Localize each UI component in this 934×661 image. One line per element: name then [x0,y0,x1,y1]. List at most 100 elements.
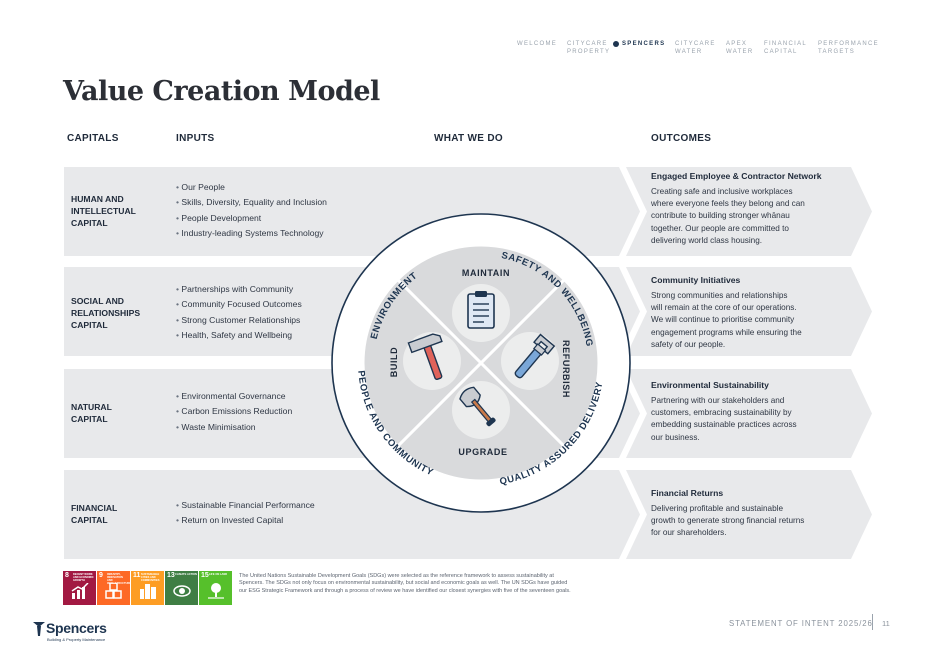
inputs-list-human: Our People Skills, Diversity, Equality a… [176,180,327,242]
logo-mark-icon [33,622,45,636]
outcome-line: embedding sustainable practices across [651,420,797,430]
nav-citycare-water[interactable]: CITYCARE WATER [675,41,716,55]
quadrant-label-build: BUILD [389,347,399,378]
capital-label-line: CAPITAL [71,320,108,330]
outcome-line: We will continue to prioritise community [651,315,795,325]
tree-icon [207,583,225,603]
input-item: People Development [176,211,327,226]
input-item: Health, Safety and Wellbeing [176,328,302,343]
inputs-list-social: Partnerships with Community Community Fo… [176,282,302,344]
outcome-environmental: Environmental Sustainability Partnering … [651,380,836,444]
capital-label-line: NATURAL [71,402,112,412]
capital-label-line: INTELLECTUAL [71,206,136,216]
wrench-icon [501,332,559,390]
input-item: Skills, Diversity, Equality and Inclusio… [176,195,327,210]
sdg-label: DECENT WORK AND ECONOMIC GROWTH [73,573,94,582]
nav-citycare-property[interactable]: CITYCARE PROPERTY [567,41,611,55]
quadrant-label-refurbish: REFURBISH [561,340,571,398]
outcome-title: Environmental Sustainability [651,380,769,390]
input-item: Our People [176,180,327,195]
outcome-line: for our shareholders. [651,528,727,538]
outcome-line: will remain at the core of our operation… [651,303,797,313]
sdg-tile-11: 11 SUSTAINABLE CITIES AND COMMUNITIES [131,571,164,605]
nav-apex-water[interactable]: APEX WATER [726,41,754,55]
outcome-line: delivering world class housing. [651,235,763,245]
footer-document-title: STATEMENT OF INTENT 2025/26 [729,619,873,628]
outcome-line: Partnering with our stakeholders and [651,396,785,405]
input-item: Partnerships with Community [176,282,302,297]
outcome-engaged-network: Engaged Employee & Contractor Network Cr… [651,171,836,247]
quadrant-label-upgrade: UPGRADE [458,447,507,457]
nav-spencers[interactable]: SPENCERS [622,41,666,47]
what-we-do-wheel: ENVIRONMENT SAFETY AND WELLBEING PEOPLE … [331,213,631,513]
logo-name: Spencers [46,620,107,636]
capital-label-social: SOCIAL AND RELATIONSHIPS CAPITAL [71,295,166,331]
outcome-line: Delivering profitable and sustainable [651,504,783,513]
input-item: Community Focused Outcomes [176,297,301,312]
sdg-label: INDUSTRY, INNOVATION AND INFRASTRUCTURE [107,573,131,585]
outcome-body: Strong communities and relationships wil… [651,290,836,351]
capital-label-line: RELATIONSHIPS [71,308,141,318]
sdg-number: 11 [133,572,141,579]
capital-label-financial: FINANCIAL CAPITAL [71,502,166,526]
nav-performance-targets[interactable]: PERFORMANCE TARGETS [818,41,879,55]
sdg-number: 8 [65,572,69,579]
outcome-financial: Financial Returns Delivering profitable … [651,488,836,540]
outcome-line: Strong communities and relationships [651,291,788,300]
sdg-number: 9 [99,572,103,579]
inputs-list-financial: Sustainable Financial Performance Return… [176,498,315,529]
sdg-tile-13: 13 CLIMATE ACTION [165,571,198,605]
capital-label-line: HUMAN AND [71,194,124,204]
input-item: Strong Customer Relationships [176,313,302,328]
outcome-line: our business. [651,432,700,442]
column-heading-inputs: INPUTS [176,133,215,144]
input-item: Sustainable Financial Performance [176,498,314,513]
sdg-tile-9: 9 INDUSTRY, INNOVATION AND INFRASTRUCTUR… [97,571,131,605]
cubes-icon [105,582,123,603]
input-item: Waste Minimisation [176,420,292,435]
input-item: Environmental Governance [176,389,292,404]
outcome-line: growth to generate strong financial retu… [651,516,805,526]
column-heading-outcomes: OUTCOMES [651,133,712,144]
capital-band-financial [64,470,872,559]
outcome-line: Creating safe and inclusive workplaces [651,187,793,196]
nav-financial-capital[interactable]: FINANCIAL CAPITAL [764,41,807,55]
capital-label-line: SOCIAL AND [71,296,124,306]
clipboard-icon [452,284,510,342]
capital-label-line: FINANCIAL [71,503,118,513]
capital-label-human: HUMAN AND INTELLECTUAL CAPITAL [71,193,166,229]
quadrant-label-maintain: MAINTAIN [462,268,510,278]
logo-tagline: Building & Property Maintenance [47,637,106,642]
outcome-body: Partnering with our stakeholders and cus… [651,395,836,444]
outcome-line: engagement programs while ensuring the [651,327,802,337]
input-item: Return on Invested Capital [176,513,315,528]
sdg-label: CLIMATE ACTION [175,573,197,576]
top-navigation: WELCOME CITYCARE PROPERTY SPENCERS CITYC… [515,40,885,60]
column-heading-capitals: CAPITALS [67,133,119,144]
shovel-icon [452,381,510,439]
footer-divider [872,614,873,630]
hammer-icon [403,332,461,390]
active-nav-indicator [613,41,619,47]
nav-welcome[interactable]: WELCOME [517,41,558,47]
eye-globe-icon [173,583,191,603]
sdg-label: SUSTAINABLE CITIES AND COMMUNITIES [141,573,160,582]
sdg-footnote: The United Nations Sustainable Developme… [239,573,571,594]
outcome-title: Financial Returns [651,488,724,498]
column-heading-what-we-do: WHAT WE DO [434,133,503,144]
outcome-title: Community Initiatives [651,275,741,285]
outcome-body: Delivering profitable and sustainable gr… [651,503,836,540]
chart-up-icon [71,582,89,603]
capital-label-natural: NATURAL CAPITAL [71,401,166,425]
inputs-list-natural: Environmental Governance Carbon Emission… [176,389,292,435]
sdg-label: LIFE ON LAND [209,573,228,576]
outcome-community: Community Initiatives Strong communities… [651,275,836,351]
page-number: 11 [882,619,890,628]
outcome-body: Creating safe and inclusive workplaces w… [651,186,836,247]
outcome-title: Engaged Employee & Contractor Network [651,171,822,181]
page-title: Value Creation Model [63,76,380,107]
input-item: Industry-leading Systems Technology [176,226,327,241]
capital-label-line: CAPITAL [71,414,108,424]
input-item: Carbon Emissions Reduction [176,404,292,419]
outcome-line: customers, embracing sustainability by [651,408,792,418]
